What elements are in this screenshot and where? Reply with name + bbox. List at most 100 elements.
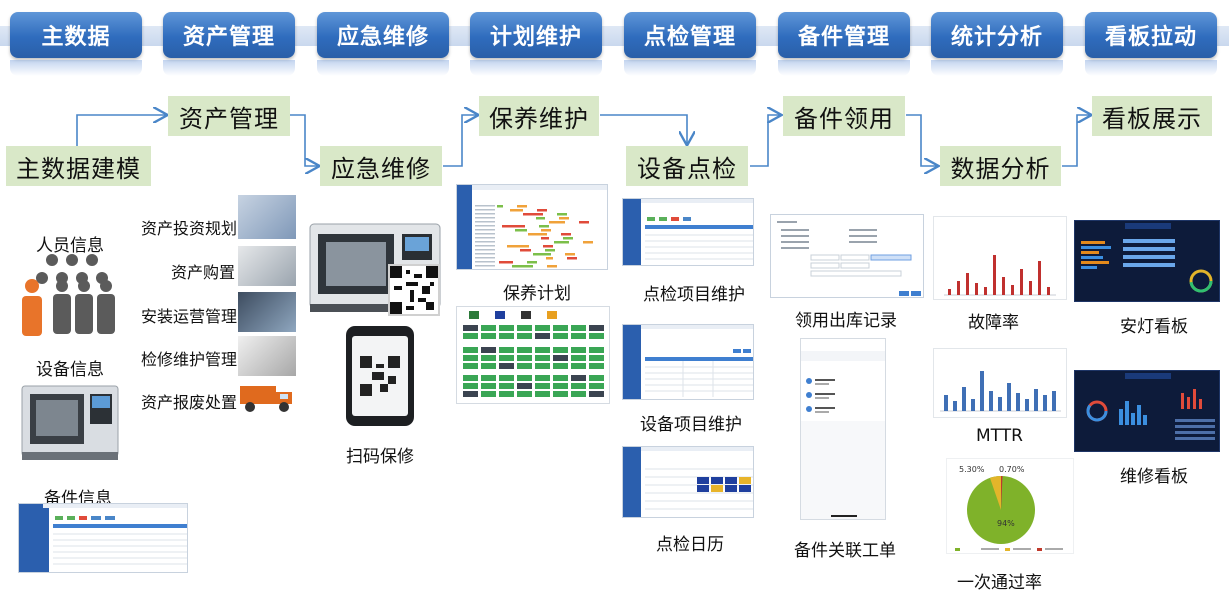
gantt-row-label (475, 241, 495, 243)
cnc-machine-image (21, 385, 119, 460)
repair-board-caption: 维修看板 (1120, 467, 1188, 487)
chart-bar (1034, 389, 1038, 411)
mttr-caption: MTTR (976, 426, 1023, 446)
first-pass-caption: 一次通过率 (957, 573, 1042, 593)
tab-0[interactable]: 主数据 (10, 12, 142, 58)
gantt-bar (545, 249, 555, 252)
gantt-bar (528, 233, 547, 236)
tab-reflection (624, 60, 756, 76)
maintenance-tools-image (238, 336, 296, 376)
arrow-asset-to-repair (290, 114, 318, 166)
purchase-image (238, 246, 296, 286)
gantt-bar (537, 209, 547, 212)
grid-cell (499, 347, 514, 353)
gantt-bar (557, 213, 567, 216)
inspection-calendar-caption: 点检日历 (656, 535, 724, 555)
gantt-row-label (475, 237, 495, 239)
gantt-bar (565, 253, 575, 256)
tab-7[interactable]: 看板拉动 (1085, 12, 1217, 58)
tab-2[interactable]: 应急维修 (317, 12, 449, 58)
gantt-bar (541, 237, 549, 240)
chart-bar (1038, 261, 1041, 295)
grid-cell (499, 363, 514, 369)
arrow-maintain-to-inspect (600, 114, 687, 144)
gantt-chart (475, 205, 593, 268)
tab-1[interactable]: 资产管理 (163, 12, 295, 58)
tab-track (0, 26, 1229, 46)
maintenance-grid-screenshot (456, 306, 610, 404)
grid-cell (553, 383, 568, 389)
process-emergency-repair: 应急维修 (320, 146, 442, 186)
grid-cell (499, 355, 514, 361)
gantt-row-label (475, 233, 495, 235)
process-master-modeling: 主数据建模 (6, 146, 151, 186)
gantt-bar (541, 229, 551, 232)
grid-cell (499, 375, 514, 381)
chart-bar (971, 399, 975, 411)
grid-cell (481, 363, 496, 369)
gantt-bar (536, 217, 545, 220)
gantt-row-label (475, 213, 495, 215)
arrow-repair-to-maintain (443, 115, 477, 167)
tab-4[interactable]: 点检管理 (624, 12, 756, 58)
grid-cell (517, 375, 532, 381)
gantt-bar (567, 257, 577, 260)
chart-bar (1020, 269, 1023, 295)
grid-cell (481, 383, 496, 389)
grid-cell (463, 325, 478, 331)
chart-bar (1047, 287, 1050, 295)
pie-slice-red (1001, 475, 1003, 510)
grid-cell (589, 375, 604, 381)
process-data-analysis: 数据分析 (940, 146, 1061, 186)
grid-cell (589, 383, 604, 389)
issue-record-caption: 领用出库记录 (795, 311, 897, 331)
grid-cell (589, 363, 604, 369)
inspection-calendar-screenshot (622, 446, 754, 518)
tab-reflection (10, 60, 142, 76)
chart-bar (980, 371, 984, 411)
failure-rate-caption: 故障率 (968, 313, 1019, 333)
scan-repair-caption: 扫码保修 (346, 447, 414, 467)
grid-cell (571, 355, 586, 361)
grid-legend-chip (469, 311, 479, 319)
chart-bar (948, 289, 951, 295)
asset-item-2: 安装运营管理 (141, 307, 238, 326)
gantt-bar (512, 265, 533, 268)
gantt-row-label (475, 245, 495, 247)
gantt-bar (563, 237, 573, 240)
gantt-bar (517, 205, 527, 208)
grid-cell (499, 333, 514, 339)
tab-5[interactable]: 备件管理 (778, 12, 910, 58)
arrow-master-to-asset (76, 115, 166, 146)
chart-bar (953, 401, 957, 411)
gantt-row-label (475, 217, 495, 219)
arrow-spare-to-analysis (906, 114, 937, 166)
gantt-bar (554, 241, 569, 244)
grid-cell (571, 347, 586, 353)
gantt-bar (546, 257, 553, 260)
chart-bar (966, 273, 969, 295)
chart-bar (1029, 281, 1032, 295)
chart-bar (998, 397, 1002, 411)
tab-6[interactable]: 统计分析 (931, 12, 1063, 58)
grid-cell (535, 325, 550, 331)
chart-bar (1043, 395, 1047, 411)
failure-rate-chart (933, 216, 1067, 300)
chart-bar (1025, 399, 1029, 411)
gantt-bar (559, 217, 569, 220)
gantt-row-label (475, 257, 495, 259)
gantt-bar (533, 253, 551, 256)
grid-cell (463, 347, 478, 353)
grid-cell (499, 325, 514, 331)
grid-cell (463, 391, 478, 397)
tab-3[interactable]: 计划维护 (470, 12, 602, 58)
grid-cell (589, 391, 604, 397)
equipment-item-screenshot (622, 324, 754, 400)
gantt-row-label (475, 225, 495, 227)
first-pass-pie: 5.30% 0.70% 94% (946, 458, 1074, 554)
gantt-row-label (475, 229, 495, 231)
grid-cell (571, 363, 586, 369)
inspection-item-caption: 点检项目维护 (643, 285, 745, 305)
investment-plan-image (238, 195, 296, 239)
